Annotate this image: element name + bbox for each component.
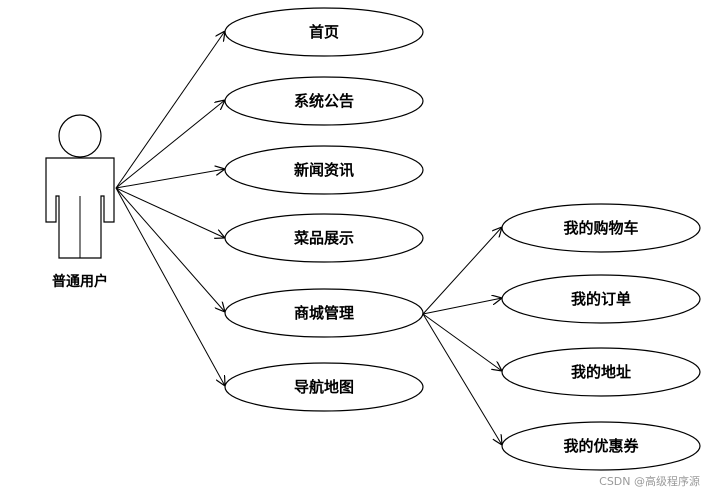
- actor-edges: [115, 31, 225, 386]
- use-case-map-ellipse: [224, 362, 424, 412]
- use-case-news-ellipse: [224, 145, 424, 195]
- use-case-announce[interactable]: 系统公告: [224, 76, 424, 126]
- use-case-map[interactable]: 导航地图: [224, 362, 424, 412]
- sub-use-case-cart-ellipse: [501, 203, 701, 253]
- mall-edges: [422, 227, 502, 445]
- use-case-news[interactable]: 新闻资讯: [224, 145, 424, 195]
- sub-use-case-address[interactable]: 我的地址: [501, 347, 701, 397]
- use-case-announce-label: 系统公告: [294, 92, 354, 110]
- edge-actor-announce: [115, 100, 225, 189]
- use-case-announce-ellipse: [224, 76, 424, 126]
- edge-mall-cart: [422, 227, 502, 315]
- watermark: CSDN @高级程序源: [599, 474, 700, 488]
- use-case-mall-ellipse: [224, 288, 424, 338]
- edge-actor-dishes: [115, 187, 225, 238]
- use-case-home-label: 首页: [309, 23, 339, 41]
- use-case-home-ellipse: [224, 7, 424, 57]
- sub-use-case-cart[interactable]: 我的购物车: [501, 203, 701, 253]
- edge-mall-orders: [422, 298, 502, 315]
- use-case-dishes-ellipse: [224, 213, 424, 263]
- actor-figure: [45, 114, 115, 259]
- actor-label: 普通用户: [52, 273, 108, 290]
- use-case-map-label: 导航地图: [294, 378, 354, 396]
- edge-actor-home: [115, 31, 225, 189]
- sub-use-case-coupons-label: 我的优惠券: [563, 437, 639, 455]
- sub-use-case-orders-label: 我的订单: [571, 290, 631, 308]
- use-case-mall[interactable]: 商城管理: [224, 288, 424, 338]
- use-case-dishes-label: 菜品展示: [293, 229, 354, 247]
- actor-head: [58, 114, 102, 158]
- edge-actor-news: [115, 169, 225, 189]
- use-case-mall-label: 商城管理: [294, 304, 354, 322]
- use-case-home[interactable]: 首页: [224, 7, 424, 57]
- sub-use-case-cart-label: 我的购物车: [563, 219, 638, 237]
- edge-actor-mall: [115, 187, 225, 312]
- edge-mall-address: [422, 313, 502, 371]
- edge-actor-map: [115, 187, 225, 386]
- sub-use-case-address-label: 我的地址: [571, 363, 631, 381]
- sub-use-case-coupons-ellipse: [501, 421, 701, 471]
- sub-use-case-coupons[interactable]: 我的优惠券: [501, 421, 701, 471]
- use-case-dishes[interactable]: 菜品展示: [224, 213, 424, 263]
- sub-use-case-orders-ellipse: [501, 274, 701, 324]
- sub-use-case-address-ellipse: [501, 347, 701, 397]
- edge-mall-coupons: [422, 313, 502, 445]
- sub-use-case-orders[interactable]: 我的订单: [501, 274, 701, 324]
- use-case-news-label: 新闻资讯: [294, 161, 354, 179]
